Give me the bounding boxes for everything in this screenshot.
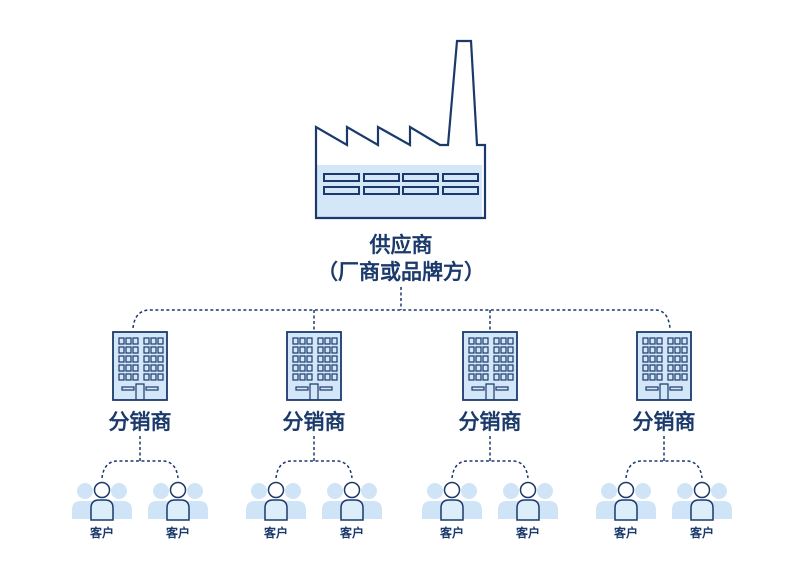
customer-group-icon xyxy=(148,481,208,521)
customer-connectors xyxy=(101,436,179,479)
customer-label: 客户 xyxy=(689,526,714,540)
office-building-icon xyxy=(286,331,342,401)
customer-group-icon xyxy=(422,481,482,521)
distributor-node xyxy=(72,331,208,521)
supplier-connectors xyxy=(132,287,671,330)
customer-label: 客户 xyxy=(89,526,114,540)
distributor-label: 分销商 xyxy=(458,410,522,434)
distributor-label: 分销商 xyxy=(282,410,346,434)
customer-group-icon xyxy=(672,481,732,521)
distributor-label: 分销商 xyxy=(108,410,172,434)
distributor-node xyxy=(596,331,732,521)
distributor-label: 分销商 xyxy=(632,410,696,434)
distributor-bus-line xyxy=(132,309,671,329)
customer-group-icon xyxy=(498,481,558,521)
customer-group-icon xyxy=(322,481,382,521)
supplier-subtitle: （厂商或品牌方） xyxy=(317,260,485,284)
customer-group-icon xyxy=(596,481,656,521)
factory-icon xyxy=(314,39,487,220)
distributor-node xyxy=(246,331,382,521)
supplier-title: 供应商 xyxy=(369,233,433,257)
customer-label: 客户 xyxy=(613,526,638,540)
customer-connectors xyxy=(275,436,353,479)
office-building-icon xyxy=(112,331,168,401)
customer-group-icon xyxy=(246,481,306,521)
office-building-icon xyxy=(636,331,692,401)
office-building-icon xyxy=(462,331,518,401)
customer-label: 客户 xyxy=(263,526,288,540)
distributor-node xyxy=(422,331,558,521)
customer-label: 客户 xyxy=(439,526,464,540)
customer-connectors xyxy=(451,436,529,479)
customer-connectors xyxy=(625,436,703,479)
customer-label: 客户 xyxy=(165,526,190,540)
customer-label: 客户 xyxy=(515,526,540,540)
customer-group-icon xyxy=(72,481,132,521)
customer-label: 客户 xyxy=(339,526,364,540)
